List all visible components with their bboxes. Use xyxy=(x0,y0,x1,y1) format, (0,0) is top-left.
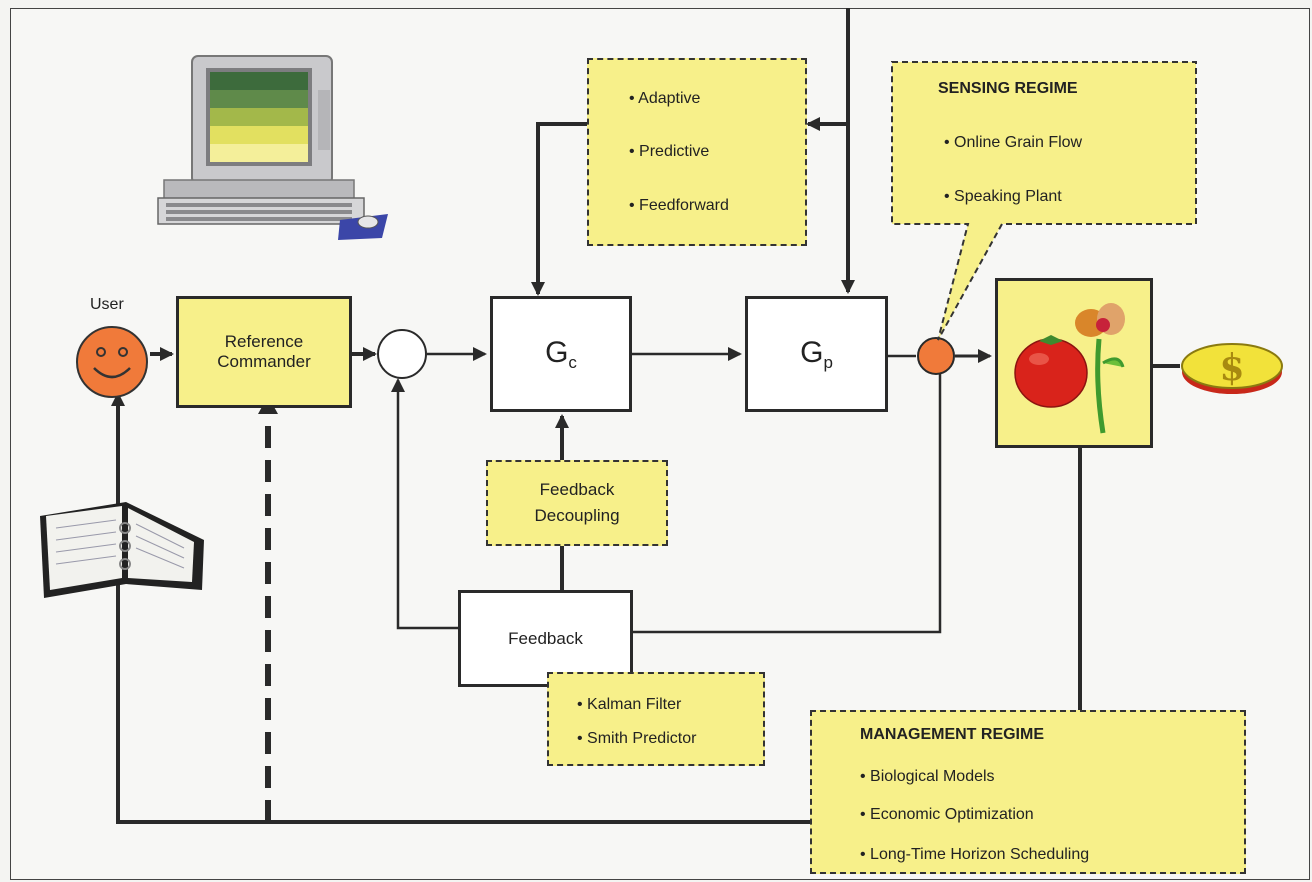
management-regime-box: MANAGEMENT REGIME • Biological Models • … xyxy=(810,710,1246,874)
adaptive-item: • Adaptive xyxy=(629,90,701,107)
tomato-icon xyxy=(1014,338,1088,408)
arrow-adaptive-to-gc xyxy=(531,122,587,296)
predictive-item: • Predictive xyxy=(629,143,710,160)
reference-commander-box: Reference Commander xyxy=(176,296,352,408)
plant-symbol: Gp xyxy=(800,335,833,372)
biological-models-item: • Biological Models xyxy=(860,768,995,785)
summing-junction xyxy=(377,329,427,379)
filter-box: • Kalman Filter • Smith Predictor xyxy=(547,672,765,766)
feedback-decoupling-line2: Decoupling xyxy=(534,506,620,525)
sensing-regime-heading: SENSING REGIME xyxy=(938,80,1078,97)
feedback-decoupling-line1: Feedback xyxy=(539,480,615,499)
dollar-coin-icon: $ xyxy=(1181,343,1283,394)
controller-gc-box: Gc xyxy=(490,296,632,412)
sensing-regime-callout xyxy=(891,61,1197,341)
svg-text:$: $ xyxy=(1219,347,1244,389)
user-label: User xyxy=(90,296,124,313)
smith-predictor-item: • Smith Predictor xyxy=(577,730,697,747)
economic-optimization-item: • Economic Optimization xyxy=(860,806,1034,823)
flower-plant-icon xyxy=(1075,303,1125,434)
produce-illustration xyxy=(1014,303,1125,434)
speaking-plant-item: • Speaking Plant xyxy=(944,188,1062,205)
kalman-filter-item: • Kalman Filter xyxy=(577,696,682,713)
arrow-feedback-to-sum xyxy=(391,378,458,630)
management-regime-heading: MANAGEMENT REGIME xyxy=(860,726,1044,743)
reference-commander-line1: Reference xyxy=(224,332,304,351)
sensing-node xyxy=(917,337,955,375)
feedback-decoupling-box: Feedback Decoupling xyxy=(486,460,668,546)
feedback-label: Feedback xyxy=(508,628,583,648)
line-node-to-feedback xyxy=(633,372,942,634)
long-time-horizon-scheduling-item: • Long-Time Horizon Scheduling xyxy=(860,846,1090,863)
online-grain-flow-item: • Online Grain Flow xyxy=(944,134,1083,151)
feedforward-item: • Feedforward xyxy=(629,197,729,214)
produce-box xyxy=(995,278,1153,448)
adaptive-strategies-box: • Adaptive • Predictive • Feedforward xyxy=(587,58,807,246)
computer-icon xyxy=(157,55,388,240)
smiley-face-icon xyxy=(76,326,148,398)
controller-symbol: Gc xyxy=(545,335,577,372)
plant-gp-box: Gp xyxy=(745,296,888,412)
reference-commander-line2: Commander xyxy=(217,352,311,371)
planner-book-icon xyxy=(40,502,204,598)
feedback-box: Feedback xyxy=(458,590,633,687)
